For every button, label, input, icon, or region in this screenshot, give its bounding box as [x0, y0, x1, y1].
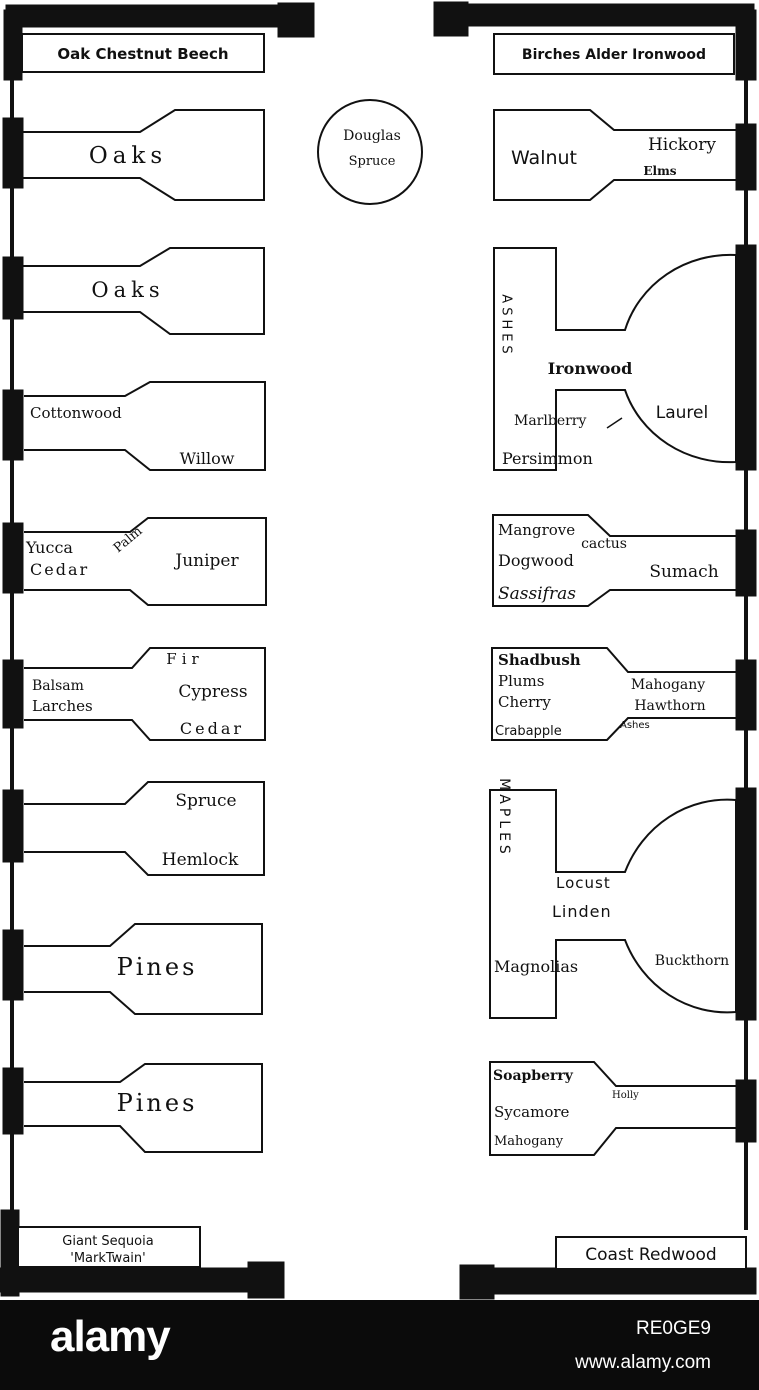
douglas-label: Douglas: [343, 128, 401, 144]
pines-2-label: Pines: [117, 1089, 198, 1117]
case-fir-cypress: Fir Balsam Cypress Larches Cedar: [24, 647, 266, 741]
cottonwood-label: Cottonwood: [30, 404, 122, 422]
marlberry-label: Marlberry: [514, 413, 586, 429]
hawthorn-label: Hawthorn: [634, 698, 705, 714]
soapberry-label: Soapberry: [493, 1068, 574, 1084]
case-oaks-1-label: Oaks: [89, 143, 167, 169]
palm-label: Palm: [111, 524, 145, 556]
coast-redwood-label: Coast Redwood: [585, 1245, 716, 1265]
left-exit-case: Giant Sequoia 'MarkTwain': [17, 1226, 201, 1268]
cactus-label: cactus: [581, 536, 627, 552]
hemlock-label: Hemlock: [162, 850, 239, 870]
laurel-label: Laurel: [656, 403, 708, 423]
hickory-label: Hickory: [648, 135, 716, 155]
left-wall: [0, 2, 315, 1299]
sumach-label: Sumach: [649, 562, 718, 582]
alcove-ashes-laurel: ASHES Ironwood Marlberry Laurel Persimmo…: [493, 247, 737, 471]
mahogany-2-label: Mahogany: [494, 1134, 564, 1149]
shadbush-label: Shadbush: [498, 651, 581, 669]
right-wall: [433, 1, 757, 1300]
ironwood-label: Ironwood: [548, 359, 633, 378]
cedar-label-1: Cedar: [30, 560, 89, 579]
brand-logo: alamy: [50, 1312, 171, 1361]
right-entrance-case: Birches Alder Ironwood: [493, 33, 735, 75]
linden-label: Linden: [552, 902, 612, 921]
juniper-label: Juniper: [173, 551, 239, 571]
watermark-bar: alamy RE0GE9 www.alamy.com: [0, 1300, 759, 1390]
spruce-center-label: Spruce: [349, 154, 396, 169]
maples-vertical-label: MAPLES: [496, 778, 512, 858]
alcove-maples-buckthorn: MAPLES Locust Linden Magnolias Buckthorn: [489, 778, 737, 1019]
plums-label: Plums: [498, 672, 544, 690]
giant-sequoia-label: Giant Sequoia: [62, 1234, 153, 1249]
fir-label: Fir: [166, 650, 203, 668]
museum-floor-plan: Oak Chestnut Beech Oaks Oaks Cottonwood …: [0, 1, 757, 1300]
image-id: RE0GE9: [636, 1318, 711, 1339]
cypress-label: Cypress: [178, 682, 247, 702]
crabapple-label: Crabapple: [495, 724, 562, 739]
cedar-label-2: Cedar: [180, 719, 244, 738]
persimmon-label: Persimmon: [502, 449, 593, 468]
sycamore-label: Sycamore: [494, 1103, 570, 1121]
case-pines-2: Pines: [24, 1063, 263, 1153]
balsam-label: Balsam: [32, 678, 84, 694]
mangrove-label: Mangrove: [498, 521, 575, 539]
buckthorn-label: Buckthorn: [655, 953, 729, 969]
left-entrance-case: Oak Chestnut Beech: [21, 33, 265, 73]
elms-label: Elms: [643, 164, 676, 178]
cherry-label: Cherry: [498, 693, 551, 711]
walnut-label: Walnut: [511, 147, 577, 169]
magnolias-label: Magnolias: [494, 957, 578, 976]
case-oaks-1: Oaks: [22, 109, 265, 201]
case-soapberry-sycamore: Soapberry Holly Sycamore Mahogany: [489, 1061, 736, 1156]
sassafras-label: Sassifras: [498, 584, 576, 604]
case-shadbush-hawthorn: Shadbush Plums Mahogany Cherry Hawthorn …: [491, 647, 736, 741]
case-oaks-2-label: Oaks: [91, 278, 164, 302]
case-walnut-hickory: Walnut Hickory Elms: [493, 109, 736, 201]
ashes-vertical-label: ASHES: [499, 294, 514, 357]
dogwood-label: Dogwood: [498, 551, 574, 570]
case-juniper: Yucca Palm Cedar Juniper: [24, 517, 267, 606]
ashes-small-label: Ashes: [620, 720, 650, 731]
locust-label: Locust: [556, 874, 611, 892]
right-entrance-label: Birches Alder Ironwood: [522, 47, 706, 63]
pines-1-label: Pines: [117, 953, 198, 981]
mahogany-1-label: Mahogany: [631, 677, 705, 693]
marlberry-leader-line: [606, 417, 623, 429]
case-cottonwood-willow: Cottonwood Willow: [24, 381, 266, 471]
case-oaks-2: Oaks: [22, 247, 265, 335]
willow-label: Willow: [180, 449, 235, 468]
spruce-label: Spruce: [175, 791, 236, 811]
brand-url: www.alamy.com: [575, 1352, 711, 1373]
case-mangrove-sumach: Mangrove cactus Dogwood Sumach Sassifras: [492, 514, 736, 607]
mark-twain-label: 'MarkTwain': [70, 1251, 145, 1266]
case-spruce-hemlock: Spruce Hemlock: [24, 781, 265, 876]
yucca-label: Yucca: [25, 538, 73, 557]
right-exit-case: Coast Redwood: [555, 1236, 747, 1270]
left-entrance-label: Oak Chestnut Beech: [57, 45, 228, 63]
larches-label: Larches: [32, 697, 93, 715]
douglas-spruce-circle: Douglas Spruce: [317, 99, 423, 205]
holly-label: Holly: [612, 1090, 639, 1101]
case-pines-1: Pines: [24, 923, 263, 1015]
